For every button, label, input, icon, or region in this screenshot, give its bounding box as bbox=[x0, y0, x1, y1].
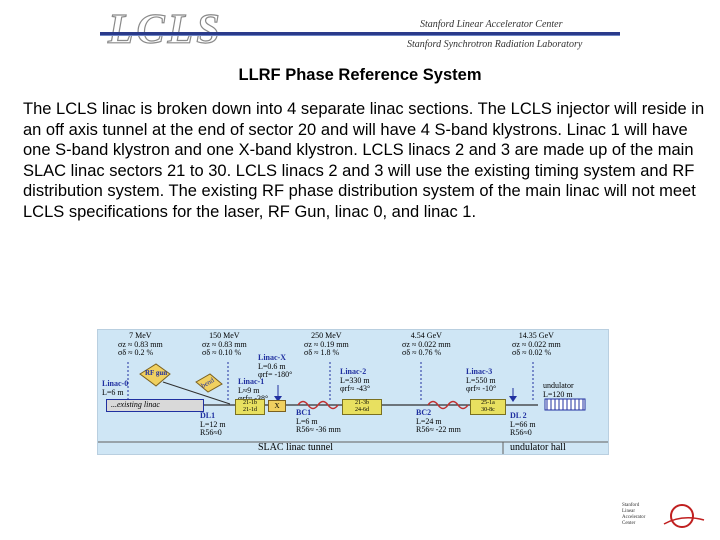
bc1-label: BC1 L=6 m R56≈ -36 mm bbox=[296, 408, 341, 435]
linac1-length: L≈9 m bbox=[238, 385, 260, 395]
bend-shape bbox=[195, 373, 223, 393]
energy-label-150mev: 150 MeV σz ≈ 0.83 mm σδ ≈ 0.10 % bbox=[202, 331, 247, 358]
rf-gun-shape bbox=[139, 363, 171, 387]
linac3-label: Linac-3 L=550 m φrf≈ -10° bbox=[466, 367, 497, 394]
footer-line: Stanford bbox=[622, 503, 640, 508]
dl2-r56: R56≈0 bbox=[510, 428, 532, 437]
bc2-r56: R56≈ -22 mm bbox=[416, 425, 461, 434]
dl2-name: DL 2 bbox=[510, 411, 527, 420]
sector-label: 24-6d bbox=[355, 407, 369, 413]
slac-footer-logo: Stanford Linear Accelerator Center bbox=[622, 503, 645, 527]
footer-line: Linear bbox=[622, 509, 636, 514]
linac0-length: L=6 m bbox=[102, 387, 124, 397]
bunch-length: σz ≈ 0.83 mm bbox=[202, 339, 247, 349]
linacx-name: Linac-X bbox=[258, 353, 286, 362]
linac-tunnel-label: SLAC linac tunnel bbox=[258, 442, 333, 453]
sector-label: 21-3b bbox=[355, 400, 369, 406]
logo-text: LCLS bbox=[107, 6, 223, 53]
linacx-phase: φrf= -180° bbox=[258, 370, 293, 379]
energy-value: 4.54 GeV bbox=[410, 331, 442, 340]
linac3-length: L=550 m bbox=[466, 375, 496, 385]
bc2-name: BC2 bbox=[416, 408, 432, 417]
footer-line: Center bbox=[622, 521, 636, 526]
bunch-length: σz ≈ 0.83 mm bbox=[118, 339, 163, 349]
undulator-label: undulator L=120 m bbox=[543, 381, 574, 399]
rf-gun-label: RF gun bbox=[145, 369, 168, 377]
sector-label: 25-1a bbox=[481, 400, 495, 406]
linacx-box: X bbox=[268, 400, 286, 412]
energy-value: 250 MeV bbox=[311, 331, 342, 340]
energy-label-4gev: 4.54 GeV σz ≈ 0.022 mm σδ ≈ 0.76 % bbox=[402, 331, 451, 358]
energy-value: 14.35 GeV bbox=[518, 331, 554, 340]
energy-spread: σδ ≈ 0.02 % bbox=[512, 348, 552, 357]
linac2-name: Linac-2 bbox=[340, 367, 367, 376]
dl2-label: DL 2 L=66 m R56≈0 bbox=[510, 411, 536, 438]
dl1-label: DL1 L=12 m R56≈0 bbox=[200, 411, 226, 438]
linac1-name: Linac-1 bbox=[238, 377, 265, 386]
page-title: LLRF Phase Reference System bbox=[238, 66, 482, 84]
linacx-length: L=0.6 m bbox=[258, 361, 286, 371]
header-rule bbox=[100, 32, 620, 35]
energy-spread: σδ ≈ 1.8 % bbox=[304, 348, 340, 357]
diagram-graphics bbox=[98, 362, 608, 454]
linac0-name: Linac-0 bbox=[102, 379, 129, 388]
linac2-length: L=330 m bbox=[340, 375, 370, 385]
dl1-name: DL1 bbox=[200, 411, 216, 420]
energy-value: 150 MeV bbox=[209, 331, 240, 340]
sector-label: 21-1d bbox=[243, 407, 257, 413]
undulator-length: L=120 m bbox=[543, 389, 573, 399]
linac1-phase: φrf≈ -38° bbox=[238, 394, 268, 404]
institution-ssrl: Stanford Synchrotron Radiation Laborator… bbox=[407, 39, 583, 50]
energy-value: 7 MeV bbox=[129, 331, 152, 340]
energy-label-14gev: 14.35 GeV σz ≈ 0.022 mm σδ ≈ 0.02 % bbox=[512, 331, 561, 358]
undulator-hall-label: undulator hall bbox=[510, 442, 566, 453]
linac0-label: Linac-0 L=6 m bbox=[102, 379, 129, 397]
bc2-label: BC2 L=24 m R56≈ -22 mm bbox=[416, 408, 461, 435]
sector-label: 21-1b bbox=[243, 400, 257, 406]
undulator-shape bbox=[544, 398, 586, 411]
undulator-coil bbox=[546, 399, 584, 410]
bc1-r56: R56≈ -36 mm bbox=[296, 425, 341, 434]
energy-spread: σδ ≈ 0.2 % bbox=[118, 348, 154, 357]
header-rule-thin bbox=[100, 35, 620, 36]
bunch-length: σz ≈ 0.022 mm bbox=[402, 339, 451, 349]
sector-label: 30-8c bbox=[481, 407, 495, 413]
linac1-label: Linac-1 L≈9 m φrf≈ -38° bbox=[238, 377, 268, 404]
bunch-length: σz ≈ 0.022 mm bbox=[512, 339, 561, 349]
linac3-sectors: 25-1a 30-8c bbox=[470, 399, 506, 415]
bunch-length: σz ≈ 0.19 mm bbox=[304, 339, 349, 349]
linacx-label: Linac-X L=0.6 m φrf= -180° bbox=[258, 353, 293, 380]
energy-spread: σδ ≈ 0.76 % bbox=[402, 348, 442, 357]
dl2-length: L=66 m bbox=[510, 419, 536, 429]
body-paragraph: The LCLS linac is broken down into 4 sep… bbox=[23, 100, 705, 221]
linac2-sectors: 21-3b 24-6d bbox=[342, 399, 382, 415]
injector-line bbox=[162, 381, 231, 405]
bc1-chicane-wave bbox=[297, 400, 339, 410]
bc1-length: L=6 m bbox=[296, 416, 318, 426]
linac3-phase: φrf≈ -10° bbox=[466, 384, 497, 393]
undulator-name: undulator bbox=[543, 381, 574, 390]
bc2-chicane-wave bbox=[427, 400, 469, 410]
energy-spread: σδ ≈ 0.10 % bbox=[202, 348, 242, 357]
linac1-sectors: 21-1b 21-1d bbox=[235, 399, 265, 415]
lcls-layout-diagram: 7 MeV σz ≈ 0.83 mm σδ ≈ 0.2 % 150 MeV σz… bbox=[97, 329, 609, 455]
bc2-length: L=24 m bbox=[416, 416, 442, 426]
linacx-arrowhead bbox=[274, 396, 282, 402]
linac2-label: Linac-2 L=330 m φrf≈ -43° bbox=[340, 367, 371, 394]
undulator-arrowhead bbox=[509, 396, 517, 402]
existing-linac-box: ...existing linac bbox=[106, 399, 204, 412]
linac2-phase: φrf≈ -43° bbox=[340, 384, 371, 393]
lcls-logo: LCLS bbox=[107, 6, 223, 54]
dl1-length: L=12 m bbox=[200, 419, 226, 429]
energy-label-250mev: 250 MeV σz ≈ 0.19 mm σδ ≈ 1.8 % bbox=[304, 331, 349, 358]
energy-label-7mev: 7 MeV σz ≈ 0.83 mm σδ ≈ 0.2 % bbox=[118, 331, 163, 358]
institution-slac: Stanford Linear Accelerator Center bbox=[420, 19, 563, 30]
linac3-name: Linac-3 bbox=[466, 367, 493, 376]
bc1-name: BC1 bbox=[296, 408, 312, 417]
ssrl-emblem-icon bbox=[663, 504, 705, 528]
dl1-r56: R56≈0 bbox=[200, 428, 222, 437]
footer-line: Accelerator bbox=[622, 515, 646, 520]
